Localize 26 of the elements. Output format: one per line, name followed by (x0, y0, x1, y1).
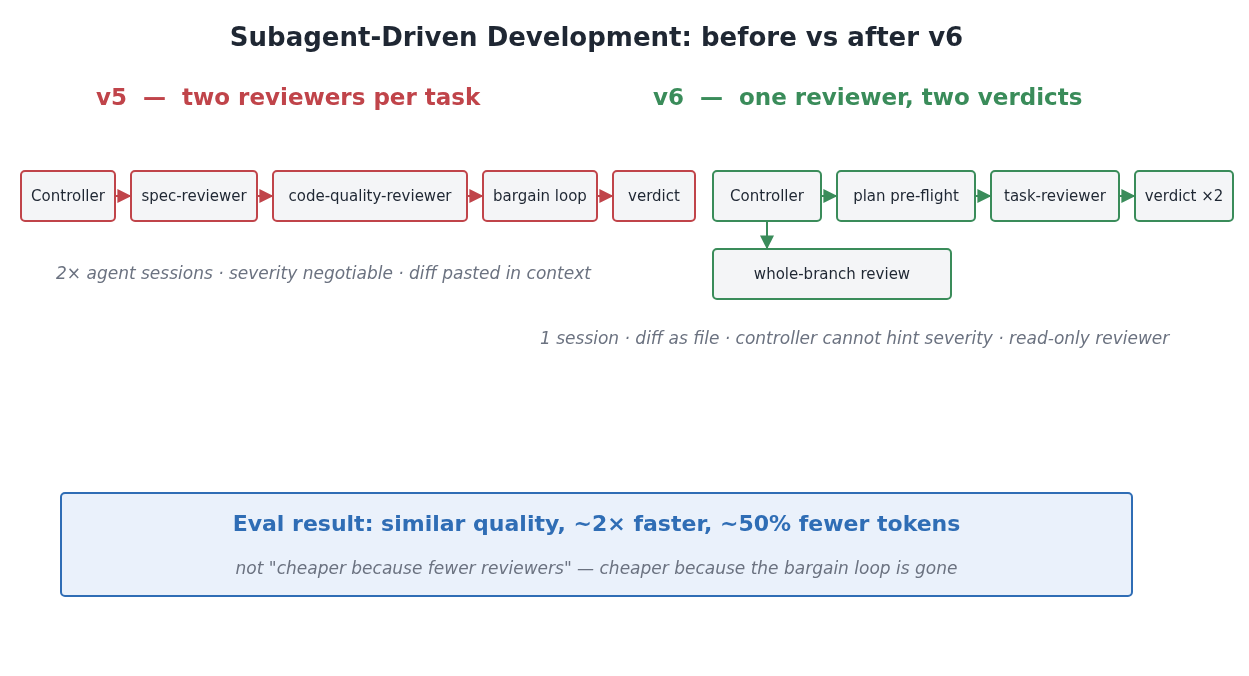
process-box: verdict ×2 (1134, 170, 1234, 222)
diagram-title: Subagent-Driven Development: before vs after v6 (228, 22, 965, 52)
note-text: 2× agent sessions · severity negotiable · diff pasted in context (56, 263, 591, 283)
result-heading: Eval result: similar quality, ~2× faster, ~50% fewer tokens (232, 511, 961, 536)
section-heading: v5 — two reviewers per task (96, 84, 481, 110)
arrow (1119, 189, 1136, 203)
process-box: Controller (712, 170, 822, 222)
arrow (760, 221, 774, 250)
arrow (975, 189, 992, 203)
process-box: plan pre-flight (836, 170, 976, 222)
process-box: whole-branch review (712, 248, 952, 300)
process-box: bargain loop (482, 170, 598, 222)
result-note: not "cheaper because fewer reviewers" — cheaper because the bargain loop is gone (235, 558, 958, 578)
process-box: verdict (612, 170, 696, 222)
process-box: task-reviewer (990, 170, 1120, 222)
arrow (257, 189, 274, 203)
result-panel (60, 492, 1133, 597)
arrow (115, 189, 132, 203)
arrow (597, 189, 614, 203)
process-box: code-quality-reviewer (272, 170, 468, 222)
arrow (467, 189, 484, 203)
process-box: Controller (20, 170, 116, 222)
note-text: 1 session · diff as file · controller cannot hint severity · read-only reviewer (540, 328, 1170, 348)
process-box: spec-reviewer (130, 170, 258, 222)
arrow (821, 189, 838, 203)
section-heading: v6 — one reviewer, two verdicts (653, 84, 1083, 110)
